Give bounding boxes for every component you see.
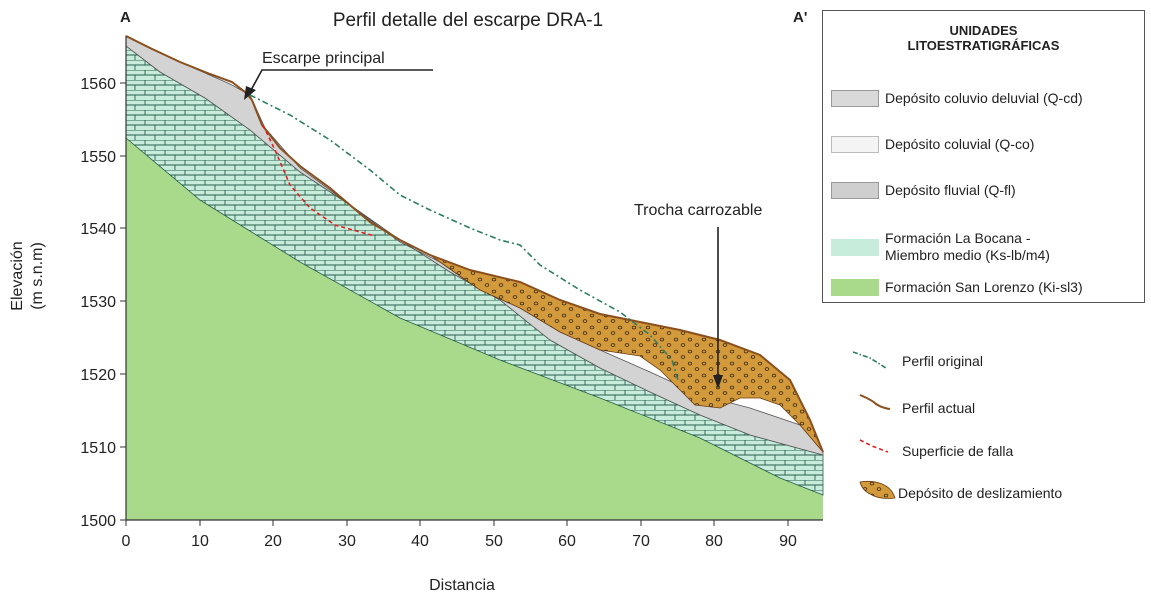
escarpe-callout-line [249, 69, 433, 93]
y-tick-label: 1560 [80, 76, 116, 93]
y-tick-label: 1540 [80, 221, 116, 238]
x-tick-label: 60 [558, 533, 576, 550]
legend-item-label: Depósito coluvial (Q-co) [885, 135, 1035, 152]
legend-item-coluvial: Depósito coluvial (Q-co) [831, 130, 1034, 158]
x-tick-label: 50 [485, 533, 503, 550]
y-tick-label: 1550 [80, 149, 116, 166]
legend-superficie-falla: Superficie de falla [902, 443, 1014, 459]
perfil-actual-swatch [859, 394, 891, 410]
legend-perfil-actual: Perfil actual [902, 400, 975, 416]
x-tick-label: 20 [264, 533, 282, 550]
legend-item-label: Depósito coluvio deluvial (Q-cd) [885, 89, 1083, 106]
units-legend-title: UNIDADES LITOESTRATIGRÁFICAS [823, 23, 1144, 53]
x-ticks [125, 520, 789, 526]
trocha-arrowhead [713, 375, 723, 389]
fluvial-swatch [831, 181, 879, 199]
perfil-original-swatch [852, 351, 887, 369]
units-legend-title-line2: LITOESTRATIGRÁFICAS [907, 38, 1060, 53]
x-tick-label: 10 [191, 533, 209, 550]
legend-item-la-bocana: Formación La Bocana - Miembro medio (Ks-… [831, 229, 1050, 265]
trocha-label: Trocha carrozable [634, 202, 762, 219]
legend-item-label-line2: Miembro medio (Ks-lb/m4) [885, 247, 1050, 263]
y-axis-label-line2: (m s.n.m) [29, 242, 46, 310]
escarpe-arrowhead [244, 86, 256, 100]
legend-item-label-line1: Formación La Bocana - [885, 230, 1031, 246]
y-tick-label: 1530 [80, 294, 116, 311]
y-tick-label: 1510 [80, 440, 116, 457]
section-start-label: A [120, 9, 131, 26]
legend-perfil-original: Perfil original [902, 353, 983, 369]
perfil-original-line [249, 94, 679, 381]
x-axis-label: Distancia [429, 577, 495, 594]
coluvio-deluvial-swatch [831, 89, 879, 107]
units-legend-title-line1: UNIDADES [949, 23, 1018, 38]
coluvial-swatch [831, 135, 879, 153]
legend-item-label: Formación San Lorenzo (Ki-sl3) [885, 278, 1083, 295]
la-bocana-swatch [831, 238, 879, 256]
superficie-falla-swatch [859, 439, 889, 453]
units-legend: UNIDADES LITOESTRATIGRÁFICAS Depósito co… [822, 10, 1145, 303]
legend-item-label: Formación La Bocana - Miembro medio (Ks-… [885, 230, 1050, 264]
x-tick-label: 90 [779, 533, 797, 550]
y-axis-label-line1: Elevación [9, 241, 26, 310]
x-tick-label: 0 [122, 533, 131, 550]
x-tick-label: 80 [705, 533, 723, 550]
y-ticks [120, 82, 126, 521]
legend-item-fluvial: Depósito fluvial (Q-fl) [831, 176, 1016, 204]
x-tick-label: 40 [411, 533, 429, 550]
legend-item-san-lorenzo: Formación San Lorenzo (Ki-sl3) [831, 273, 1083, 301]
section-end-label: A' [793, 9, 807, 26]
x-tick-label: 30 [338, 533, 356, 550]
legend-item-coluvio-deluvial: Depósito coluvio deluvial (Q-cd) [831, 84, 1083, 112]
y-tick-label: 1520 [80, 367, 116, 384]
legend-item-label: Depósito fluvial (Q-fl) [885, 181, 1016, 198]
chart-title: Perfil detalle del escarpe DRA-1 [333, 10, 603, 31]
san-lorenzo-layer [126, 138, 823, 520]
x-tick-label: 70 [632, 533, 650, 550]
y-tick-label: 1500 [80, 513, 116, 530]
deslizamiento-swatch [859, 480, 896, 499]
perfil-actual-line [125, 35, 824, 453]
escarpe-label: Escarpe principal [262, 50, 385, 67]
san-lorenzo-swatch [831, 278, 879, 296]
line-legend: Perfil original Perfil actual Superficie… [852, 351, 1062, 501]
legend-deslizamiento: Depósito de deslizamiento [898, 485, 1062, 501]
